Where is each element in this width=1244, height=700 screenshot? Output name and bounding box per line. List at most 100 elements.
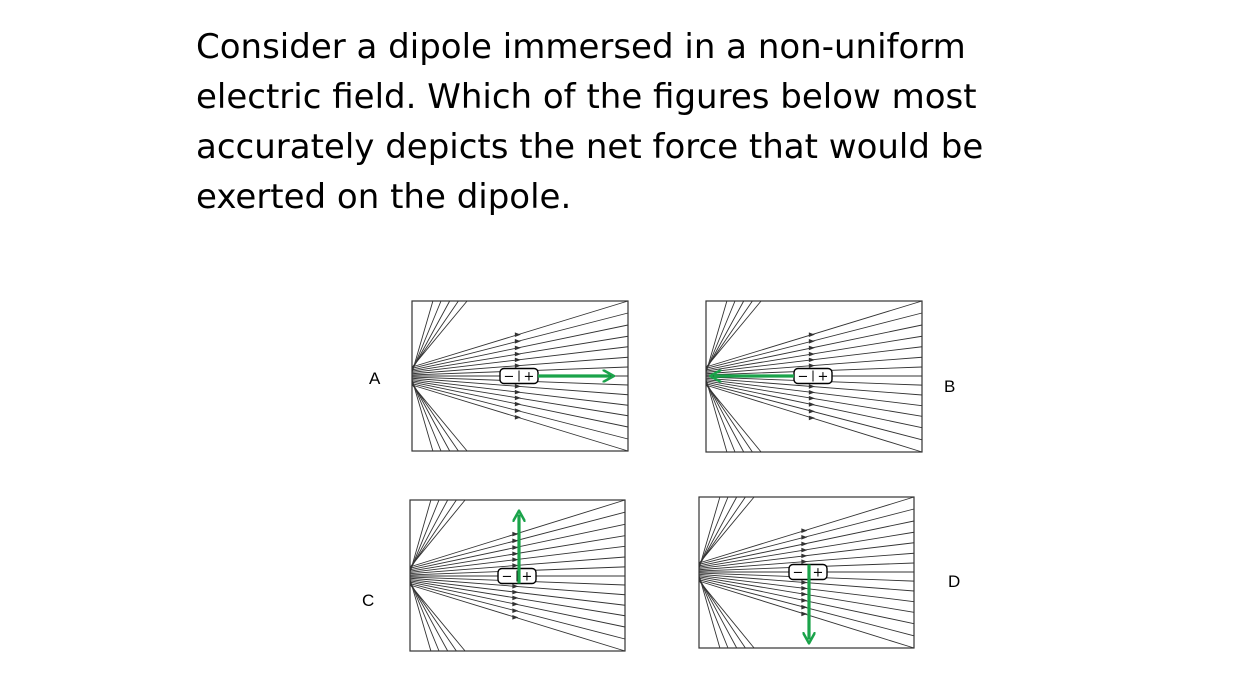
dipole-negative-sign: − (504, 370, 515, 385)
field-line (411, 312, 629, 369)
field-arrowhead (808, 384, 815, 389)
field-arrowhead (514, 332, 521, 337)
field-line (409, 579, 432, 652)
field-line (705, 383, 753, 453)
field-arrowhead (801, 541, 808, 547)
field-line (411, 381, 451, 452)
field-line (409, 584, 466, 652)
question-text: Consider a dipole immersed in a non-unif… (196, 27, 984, 217)
field-line (411, 300, 451, 371)
field-arrowhead (808, 390, 815, 395)
figure-frame (705, 300, 923, 453)
field-line (409, 499, 457, 569)
field-line (698, 580, 915, 649)
field-line (698, 577, 738, 649)
field-arrowhead (808, 345, 815, 351)
field-arrowhead (808, 351, 815, 357)
figure-panel-a: −+ (411, 300, 629, 452)
field-arrowhead (512, 608, 519, 614)
field-arrowhead (514, 363, 521, 368)
field-line (705, 380, 923, 417)
field-arrowhead (512, 615, 519, 620)
field-arrowhead (808, 408, 815, 414)
figure-label-c: C (362, 591, 375, 610)
field-arrowhead (514, 384, 521, 389)
field-arrowhead (512, 538, 519, 544)
field-arrowhead (512, 557, 519, 562)
field-arrowhead (808, 415, 815, 421)
field-arrowhead (808, 402, 815, 407)
field-line (411, 300, 459, 370)
field-line (698, 579, 746, 649)
field-line (705, 300, 923, 368)
field-arrowhead (514, 345, 521, 351)
figure-frame (698, 496, 915, 649)
field-line (409, 581, 449, 652)
field-arrowhead (512, 601, 519, 607)
field-line (411, 384, 468, 452)
field-line (411, 383, 629, 440)
dipole-negative-sign: − (502, 570, 513, 585)
dipole-positive-sign: + (818, 370, 829, 385)
field-line (698, 496, 915, 564)
field-line (698, 531, 915, 568)
field-arrowhead (514, 357, 521, 363)
field-line (705, 383, 923, 441)
field-arrowhead (514, 389, 521, 395)
field-arrowhead (808, 357, 815, 363)
field-line (411, 300, 629, 368)
field-arrowhead (808, 395, 815, 401)
field-arrowhead (808, 338, 815, 344)
field-line (409, 580, 440, 652)
figure-frame (409, 499, 626, 652)
field-line (698, 577, 915, 625)
field-arrowhead (512, 551, 519, 557)
field-line (411, 335, 629, 372)
figure-label-a: A (369, 369, 381, 388)
field-line (698, 508, 915, 565)
field-line (409, 582, 457, 652)
field-line (698, 579, 915, 637)
field-line (411, 380, 442, 452)
field-arrowhead (514, 415, 521, 420)
field-line (705, 384, 923, 453)
field-arrowhead (514, 395, 521, 401)
field-line (411, 384, 629, 452)
field-line (409, 580, 626, 617)
field-arrowhead (801, 553, 808, 559)
dipole-positive-sign: + (524, 370, 535, 385)
field-arrowhead (512, 584, 519, 589)
dipole-positive-sign: + (813, 566, 824, 581)
field-line (411, 300, 434, 373)
field-line (698, 496, 721, 569)
field-line (705, 381, 745, 453)
field-arrowhead (808, 332, 815, 337)
field-arrowhead (801, 559, 808, 564)
field-arrowhead (801, 528, 808, 533)
field-line (698, 496, 738, 567)
field-line (411, 382, 459, 452)
field-line (705, 380, 736, 453)
figure-label-b: B (944, 377, 956, 396)
field-arrowhead (512, 531, 519, 537)
field-arrowhead (808, 363, 815, 368)
field-line (409, 499, 449, 571)
figure-panel-d: −+ (698, 496, 915, 649)
field-line (409, 583, 626, 640)
field-line (705, 335, 923, 372)
field-line (409, 499, 440, 572)
field-line (705, 379, 728, 453)
field-line (411, 379, 434, 452)
field-arrowhead (512, 545, 519, 550)
dipole-positive-sign: + (522, 570, 533, 585)
figure-panel-c: −+ (409, 499, 626, 652)
field-arrowhead (514, 408, 521, 414)
field-line (409, 581, 626, 628)
field-arrowhead (514, 338, 521, 344)
field-line (705, 384, 762, 453)
field-arrowhead (512, 589, 519, 595)
field-line (705, 300, 762, 368)
dipole-negative-sign: − (798, 370, 809, 385)
field-line (705, 312, 923, 369)
